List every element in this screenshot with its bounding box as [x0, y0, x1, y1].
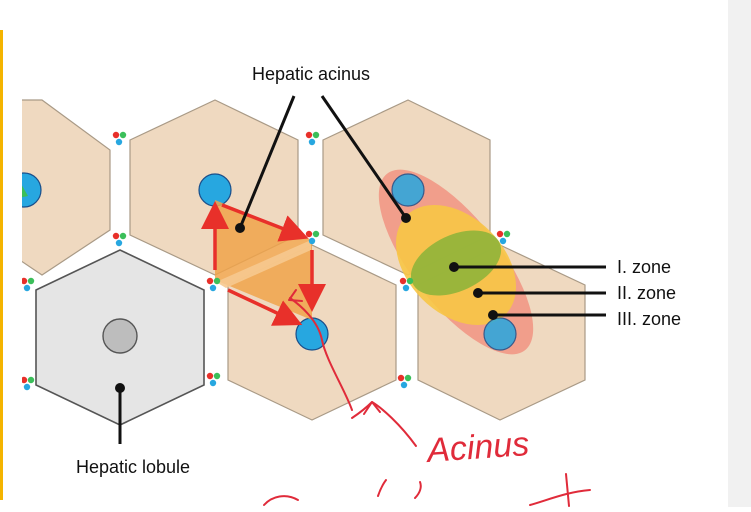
- label-zone-1: I. zone: [617, 257, 671, 277]
- label-hepatic-lobule: Hepatic lobule: [76, 457, 190, 477]
- handwritten-acinus: Acinus: [424, 425, 530, 470]
- central-vein-icon: [484, 318, 516, 350]
- central-vein-icon: [103, 319, 137, 353]
- portal-triad-icon: [306, 132, 319, 145]
- label-zone-3: III. zone: [617, 309, 681, 329]
- left-accent-bar: [0, 30, 3, 500]
- label-hepatic-acinus: Hepatic acinus: [252, 64, 370, 84]
- central-vein-icon: [392, 174, 424, 206]
- portal-triad-icon: [21, 278, 34, 291]
- portal-triad-icon: [113, 132, 126, 145]
- portal-triad-icon: [398, 375, 411, 388]
- hexagon-left-top: [0, 100, 110, 275]
- vertical-scrollbar[interactable]: [728, 0, 751, 507]
- portal-triad-icon: [207, 373, 220, 386]
- portal-triad-icon: [113, 233, 126, 246]
- portal-triad-icon: [21, 377, 34, 390]
- label-zone-2: II. zone: [617, 283, 676, 303]
- portal-triad-icon: [207, 278, 220, 291]
